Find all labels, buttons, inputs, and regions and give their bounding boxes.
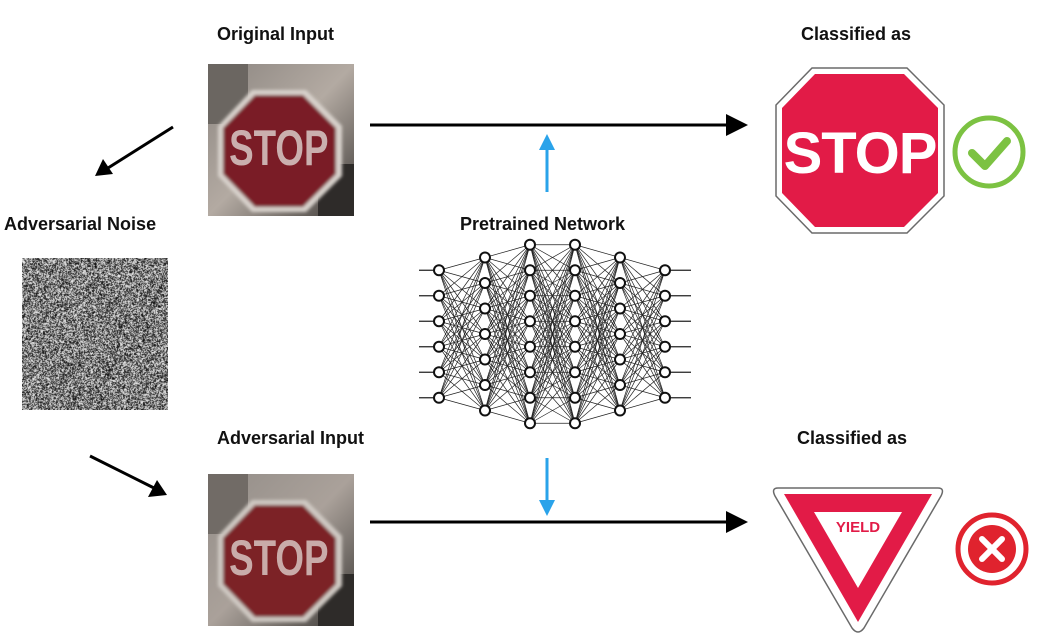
adversarial-input-image: STOP [208, 474, 354, 626]
adversarial-noise-image [22, 258, 168, 410]
network-node [433, 289, 445, 302]
network-node [614, 353, 626, 366]
yield-sign-text: YIELD [836, 519, 880, 536]
network-node [524, 264, 536, 277]
network-node [614, 251, 626, 264]
network-node [659, 264, 671, 277]
adversarial-photo-stop-text: STOP [229, 531, 328, 587]
input-to-output-arrow-top [370, 114, 748, 136]
network-node [524, 315, 536, 328]
input-to-output-arrow-bottom [370, 511, 748, 533]
network-node [524, 417, 536, 430]
network-node [614, 379, 626, 391]
network-node [433, 340, 445, 353]
network-node [659, 315, 671, 328]
network-node [524, 391, 536, 404]
neural-network-diagram [419, 238, 691, 430]
network-node [479, 328, 491, 340]
yield-sign: YIELD [772, 487, 944, 633]
stop-sign: STOP [775, 67, 945, 234]
network-up-arrow [539, 134, 555, 192]
network-node [524, 238, 536, 251]
network-node [479, 251, 491, 264]
network-node [659, 340, 671, 353]
network-node [614, 277, 626, 289]
network-node [569, 340, 581, 353]
pretrained-network-label: Pretrained Network [460, 214, 626, 234]
network-node [433, 264, 445, 277]
stop-sign-text: STOP [784, 121, 937, 186]
network-node [614, 302, 626, 315]
network-node [524, 366, 536, 379]
network-node [569, 264, 581, 277]
check-circle-icon [952, 115, 1026, 189]
network-down-arrow [539, 458, 555, 516]
network-node [479, 277, 491, 289]
network-node [569, 238, 581, 251]
network-node [569, 289, 581, 302]
classified-as-top-label: Classified as [801, 24, 912, 44]
network-node [524, 289, 536, 302]
original-photo-stop-text: STOP [229, 121, 328, 177]
network-node [569, 366, 581, 379]
x-circle-icon [955, 512, 1029, 586]
network-node [479, 302, 491, 315]
network-node [569, 391, 581, 404]
network-node [659, 366, 671, 379]
network-node [479, 353, 491, 366]
network-node [614, 328, 626, 340]
network-node [479, 379, 491, 391]
network-node [659, 289, 671, 302]
adversarial-noise-label: Adversarial Noise [4, 214, 157, 234]
network-node [524, 340, 536, 353]
network-node [659, 391, 671, 404]
original-input-label: Original Input [217, 24, 334, 44]
network-node [433, 391, 445, 404]
noise-out-arrow [95, 125, 174, 176]
adversarial-input-label: Adversarial Input [217, 428, 365, 448]
network-node [614, 404, 626, 417]
classified-as-bottom-label: Classified as [797, 428, 908, 448]
noise-in-arrow [89, 454, 167, 497]
original-input-image: STOP [208, 64, 354, 216]
network-node [433, 366, 445, 379]
network-node [433, 315, 445, 328]
network-node [569, 315, 581, 328]
network-node [569, 417, 581, 430]
network-node [479, 404, 491, 417]
